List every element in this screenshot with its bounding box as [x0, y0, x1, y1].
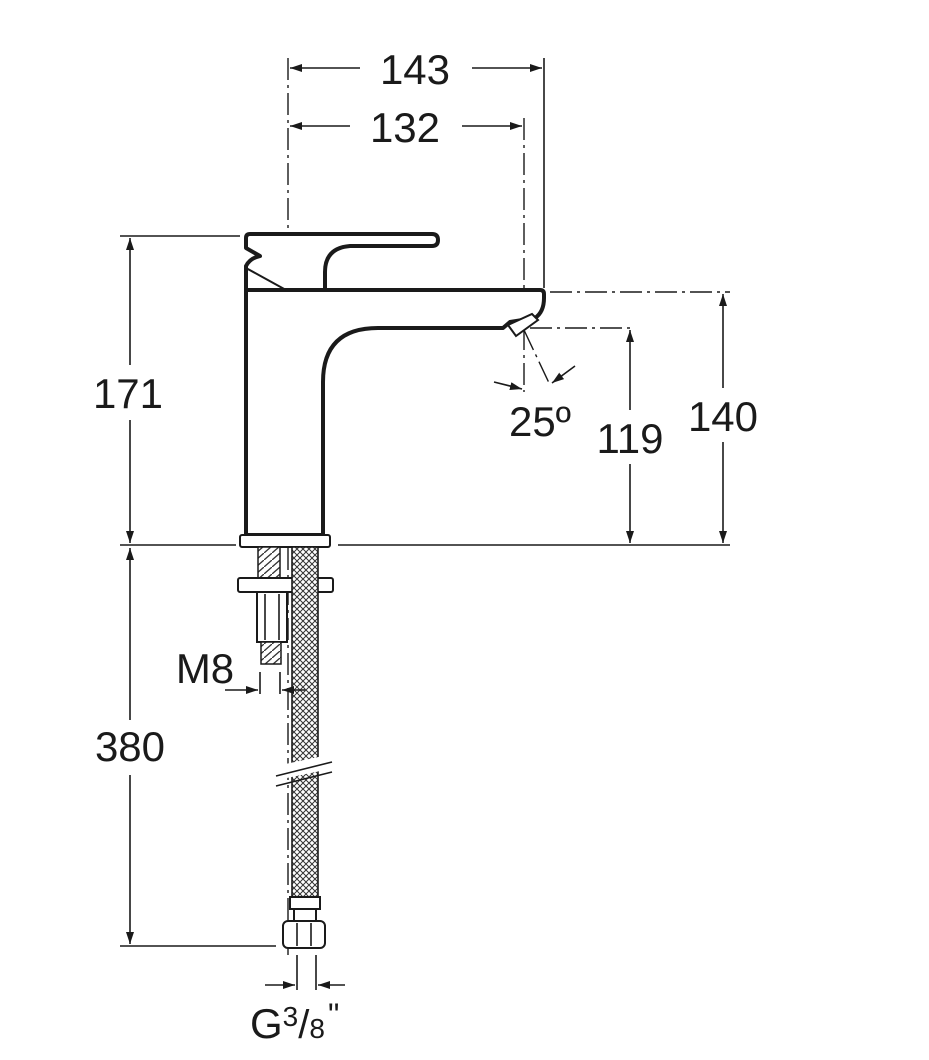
dimension-140: 140: [688, 294, 758, 543]
threaded-stud: [257, 546, 281, 582]
hex-nut: [256, 591, 288, 643]
dimension-380: 380: [95, 548, 165, 944]
aerator: [506, 312, 540, 338]
stud-end: [260, 641, 282, 665]
dimension-label: 380: [95, 723, 165, 770]
dimension-label: 119: [597, 415, 664, 462]
faucet-body: [244, 232, 546, 537]
dimension-label: G3/8": [250, 997, 339, 1047]
hose-nut: [282, 920, 326, 949]
dimension-label: 25º: [509, 398, 571, 445]
hose-ferrule: [289, 896, 321, 910]
flexible-hose: [291, 546, 319, 906]
dimension-angle: 25º: [493, 329, 576, 445]
dimension-171: 171: [93, 238, 163, 543]
base-flange: [239, 534, 331, 548]
dimension-label: M8: [176, 645, 234, 692]
dimension-label: 171: [93, 370, 163, 417]
dimension-hose-connection: G3/8": [250, 955, 345, 1047]
dimension-m8: M8: [176, 645, 305, 694]
dimension-label: 132: [370, 104, 440, 151]
dimension-132: 132: [290, 104, 522, 151]
dimension-label: 143: [380, 46, 450, 93]
break-mark: [269, 752, 341, 787]
dimension-143: 143: [290, 46, 542, 93]
dimension-label: 140: [688, 393, 758, 440]
dimension-119: 119: [597, 330, 664, 543]
